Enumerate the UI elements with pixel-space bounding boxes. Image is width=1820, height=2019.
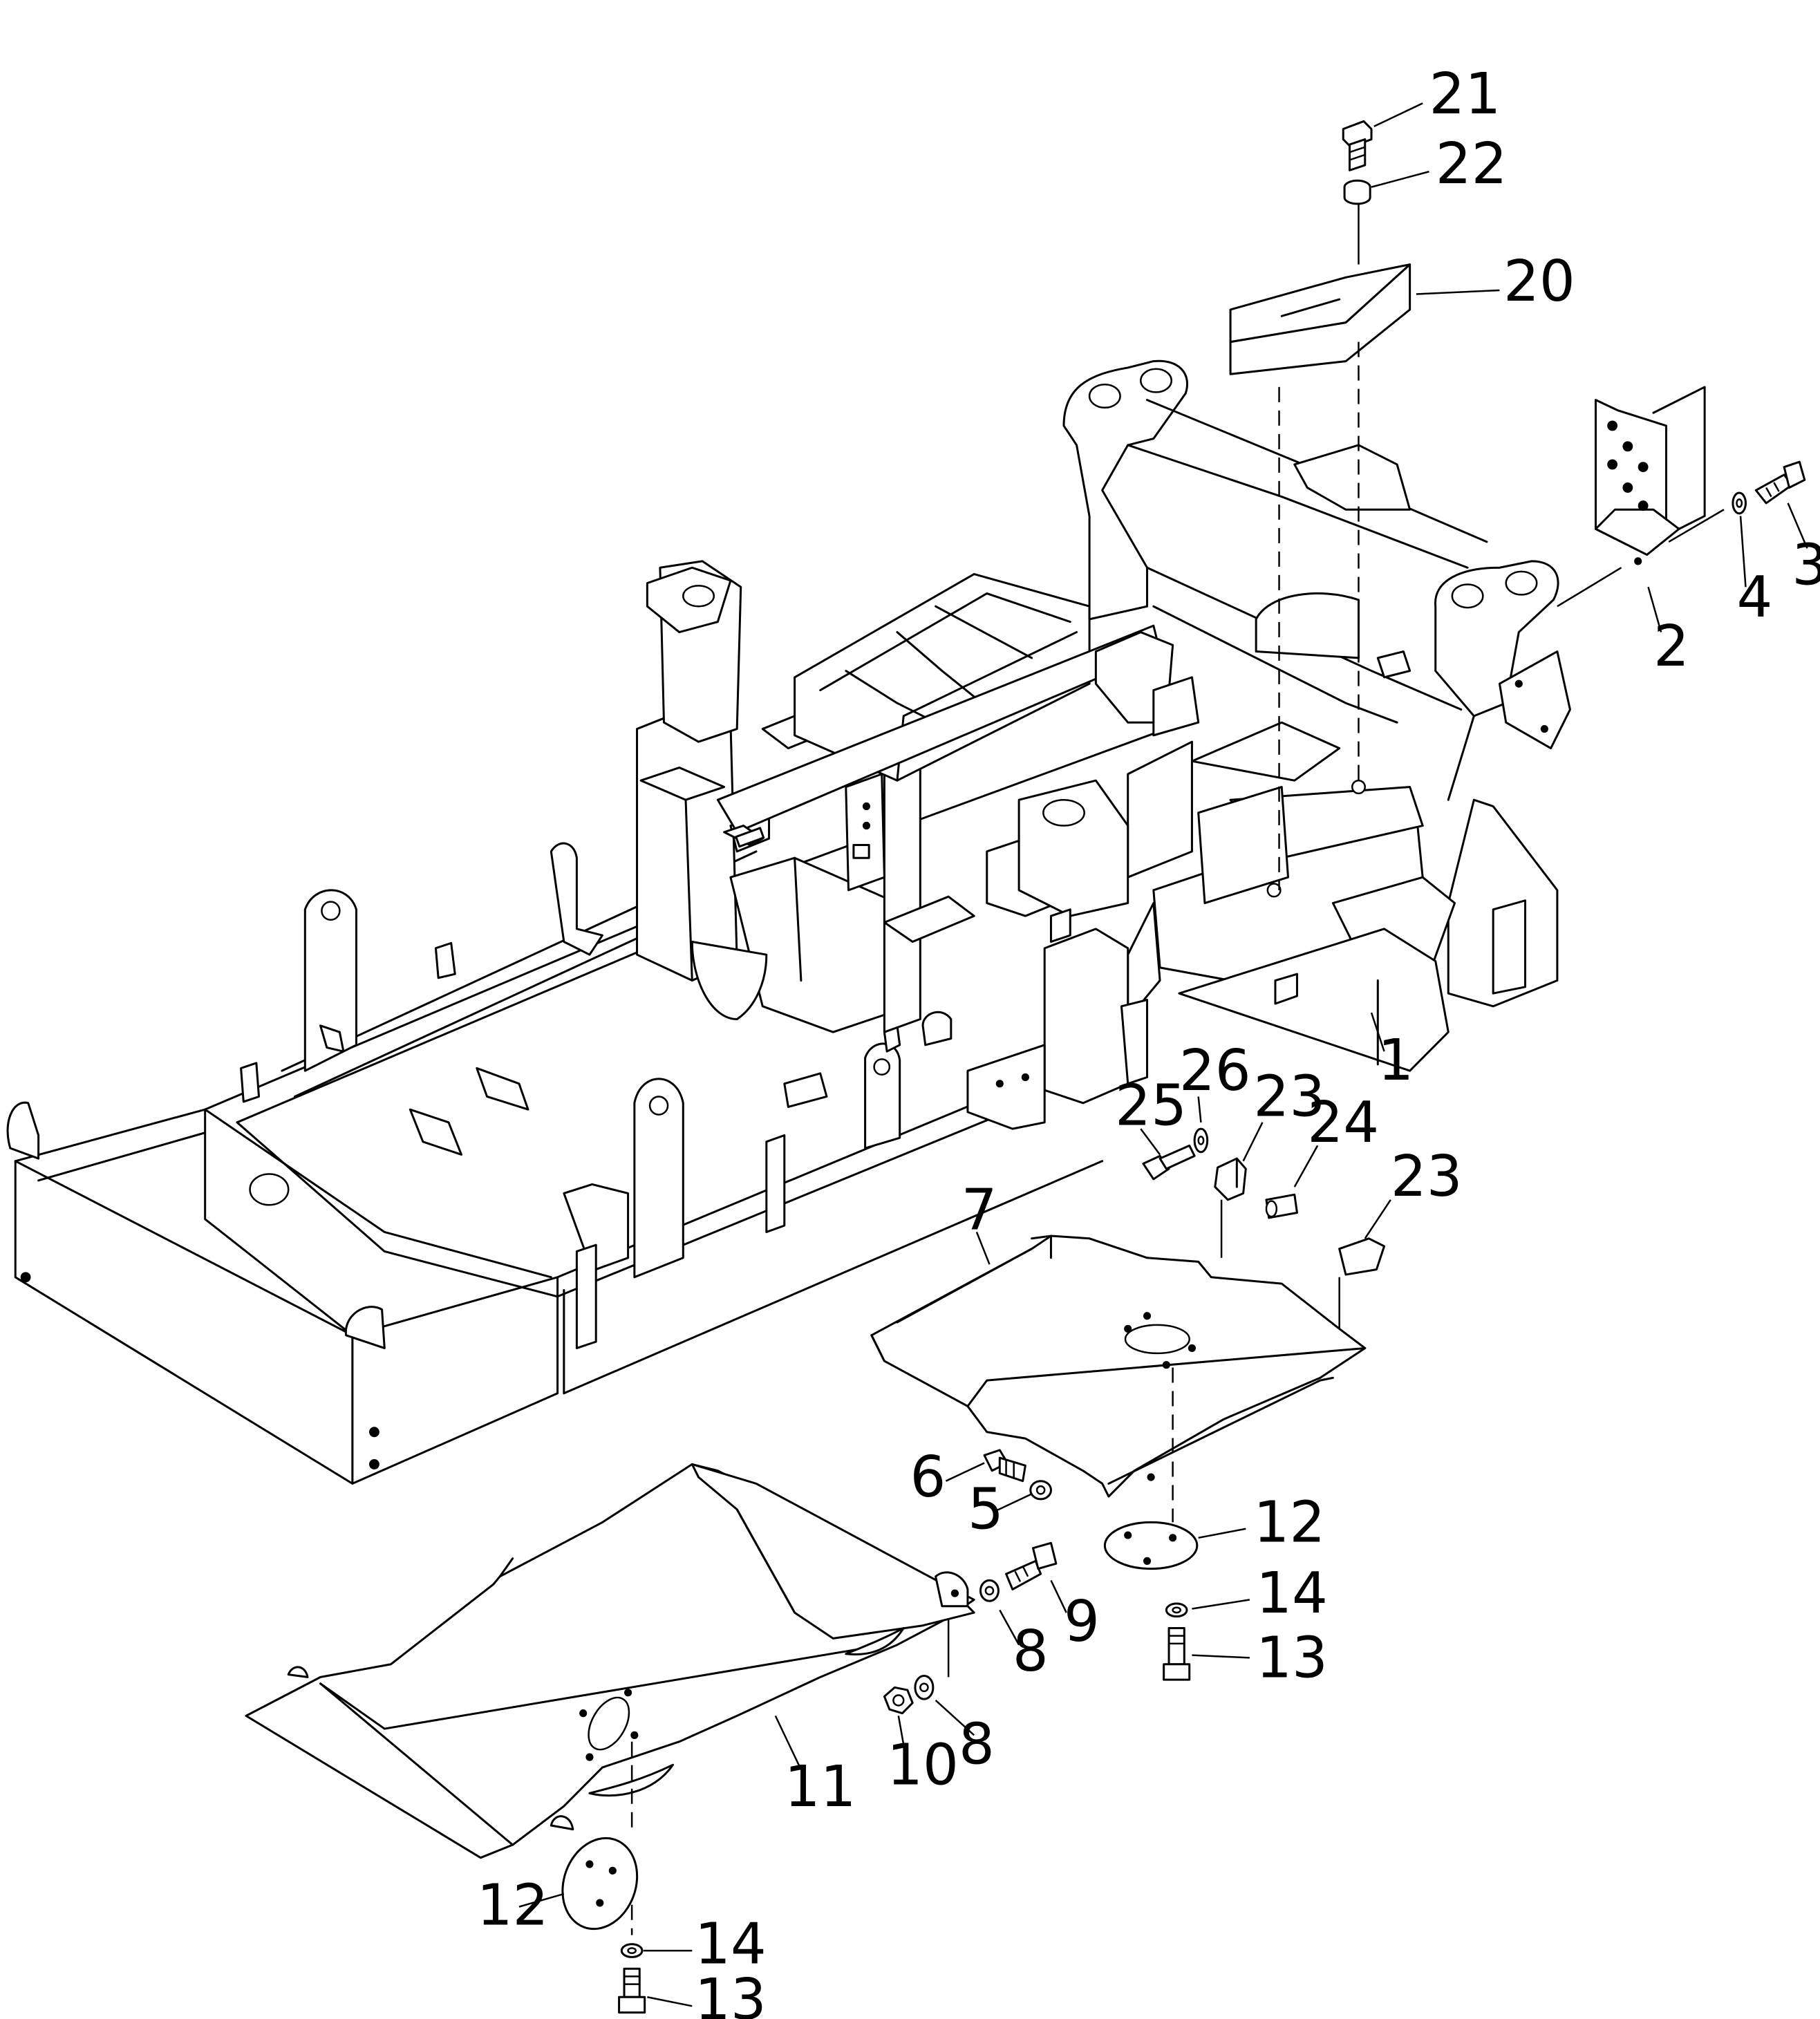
washer-8b bbox=[915, 1676, 933, 1700]
callout-12-right: 12 bbox=[1253, 1490, 1325, 1555]
callout-14-left: 14 bbox=[695, 1911, 767, 1977]
callout-21: 21 bbox=[1429, 62, 1501, 127]
pin-24 bbox=[1266, 1194, 1297, 1218]
callout-20: 20 bbox=[1503, 249, 1575, 314]
clip-23a bbox=[1215, 1158, 1246, 1258]
callout-13-right: 13 bbox=[1256, 1625, 1328, 1691]
callout-5: 5 bbox=[968, 1477, 1004, 1543]
washer-26 bbox=[1194, 1129, 1208, 1152]
callout-24: 24 bbox=[1307, 1090, 1379, 1156]
callout-labels: 21 22 20 3 4 2 1 26 25 23 24 23 7 6 5 12… bbox=[477, 62, 1820, 2019]
plate-12a bbox=[1105, 1522, 1197, 1568]
callout-2: 2 bbox=[1653, 614, 1689, 679]
callout-8-lower: 8 bbox=[959, 1711, 995, 1777]
washer-4 bbox=[1733, 493, 1746, 514]
callout-10: 10 bbox=[887, 1732, 959, 1798]
callout-12-left: 12 bbox=[477, 1873, 549, 1939]
bolt-6 bbox=[984, 1450, 1025, 1481]
bolt-3 bbox=[1756, 462, 1804, 503]
callout-6: 6 bbox=[910, 1445, 946, 1510]
callout-26: 26 bbox=[1179, 1038, 1251, 1104]
nut-10 bbox=[884, 1687, 912, 1713]
callout-3: 3 bbox=[1792, 532, 1820, 598]
bolt-13a bbox=[1164, 1628, 1190, 1680]
under-guard-11 bbox=[246, 1464, 974, 1935]
callout-9: 9 bbox=[1064, 1589, 1100, 1655]
bracket-2 bbox=[1557, 387, 1724, 606]
plate-12b bbox=[550, 1828, 649, 1940]
callout-14-right: 14 bbox=[1256, 1561, 1328, 1626]
washer-22 bbox=[1344, 180, 1370, 204]
washer-14b bbox=[621, 1944, 642, 1957]
washer-5 bbox=[1031, 1481, 1051, 1499]
callout-4: 4 bbox=[1736, 565, 1772, 630]
main-frame bbox=[8, 361, 1570, 1483]
bolt-9 bbox=[1006, 1543, 1056, 1589]
bolt-25 bbox=[1143, 1145, 1194, 1179]
top-cover-20 bbox=[1230, 196, 1410, 890]
bolt-13b bbox=[619, 1969, 645, 2012]
washer-8a bbox=[980, 1580, 998, 1601]
callout-1: 1 bbox=[1378, 1028, 1414, 1093]
callout-23-right: 23 bbox=[1391, 1144, 1463, 1210]
callout-7: 7 bbox=[961, 1177, 997, 1243]
callout-11: 11 bbox=[785, 1754, 856, 1820]
callout-13-left: 13 bbox=[695, 1967, 767, 2019]
callout-22: 22 bbox=[1436, 131, 1508, 197]
callout-23-upper: 23 bbox=[1253, 1064, 1325, 1129]
bolt-21 bbox=[1343, 121, 1371, 170]
washer-14a bbox=[1166, 1604, 1187, 1617]
callout-8-upper: 8 bbox=[1013, 1619, 1049, 1684]
under-guard-7 bbox=[872, 1236, 1365, 1522]
leader-lines bbox=[519, 103, 1807, 2006]
callout-25: 25 bbox=[1115, 1073, 1187, 1138]
clip-23b bbox=[1340, 1239, 1385, 1329]
